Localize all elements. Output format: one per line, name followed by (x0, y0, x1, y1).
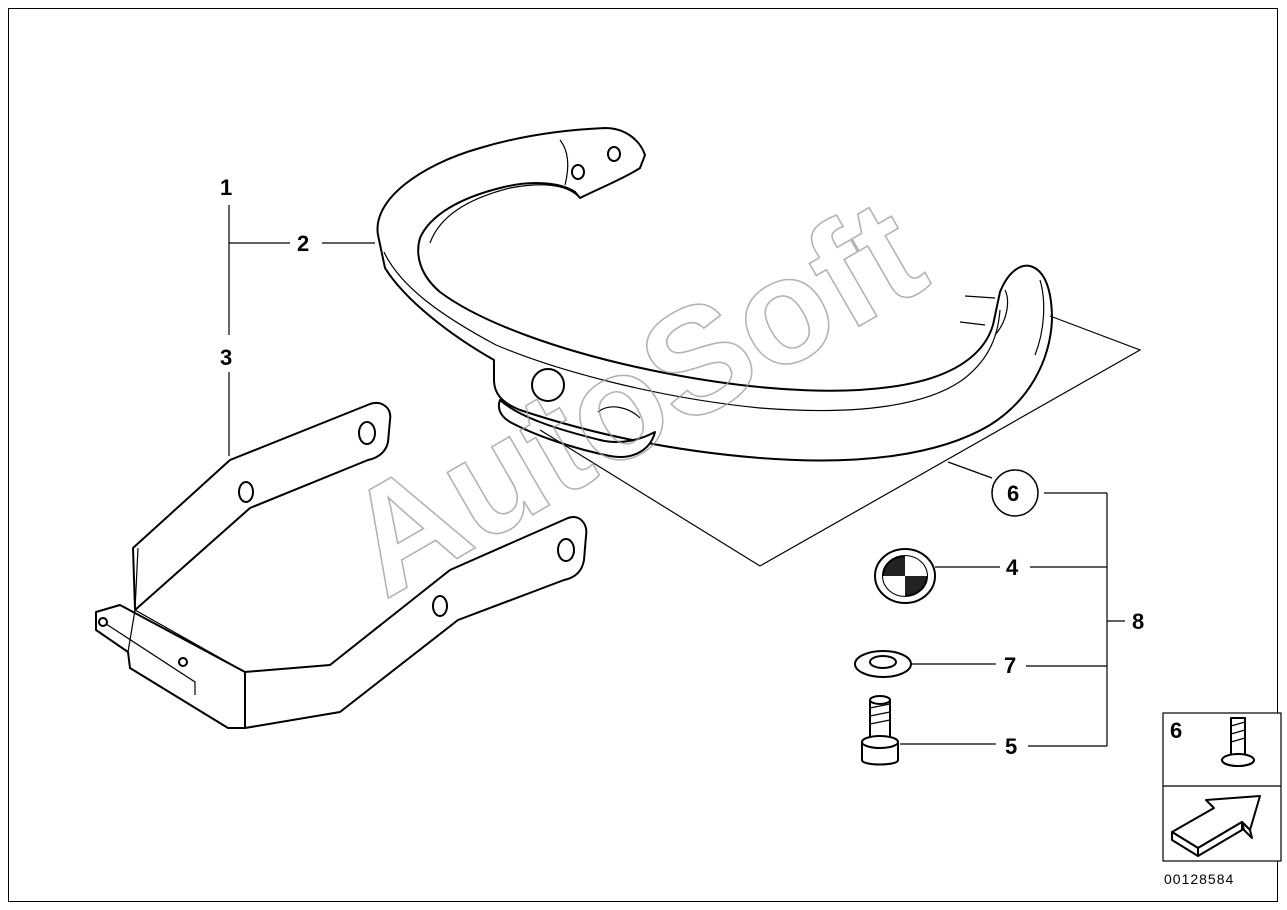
callout-2: 2 (297, 231, 309, 256)
callout-8: 8 (1132, 609, 1144, 634)
inset-label: 6 (1170, 718, 1182, 743)
assembly-lines (539, 295, 1142, 567)
callout-6-circle (991, 469, 1039, 517)
callout-7: 7 (1004, 653, 1016, 678)
callout-6: 6 (1007, 481, 1019, 506)
bolt-icon (1221, 717, 1255, 767)
leader-lines (228, 205, 1125, 747)
document-number: 00128584 (1164, 871, 1234, 887)
callout-5: 5 (1005, 734, 1017, 759)
callout-4: 4 (1006, 555, 1019, 580)
inset-box: 6 (1162, 712, 1282, 862)
arrow-icon (1171, 795, 1261, 857)
emblem-badge (874, 548, 936, 604)
bracket (95, 402, 588, 729)
screw (861, 695, 899, 766)
grab-rail (376, 127, 1053, 462)
callout-1: 1 (220, 175, 232, 200)
diagram-frame (8, 8, 1278, 902)
callout-3: 3 (220, 345, 232, 370)
washer (854, 650, 912, 678)
